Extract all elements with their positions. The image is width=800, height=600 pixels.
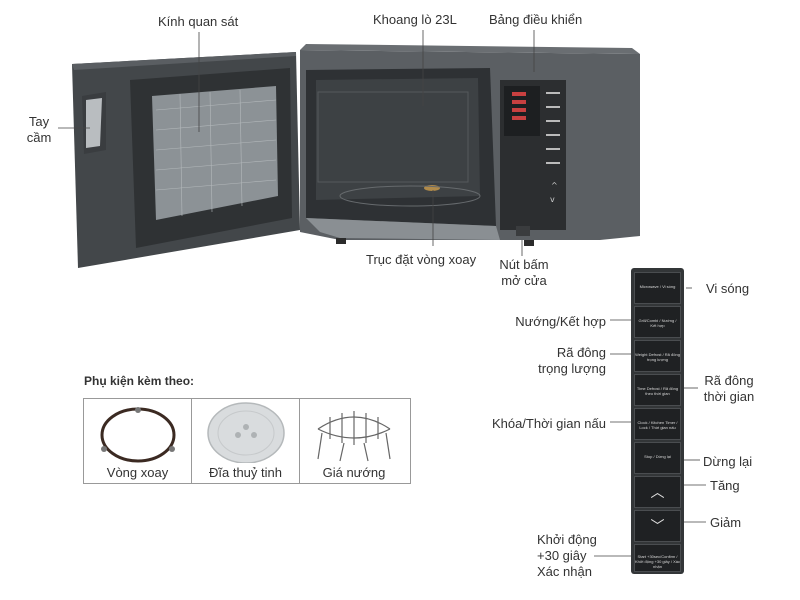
accessory-glass-plate: Đĩa thuỷ tinh: [192, 399, 300, 483]
label-grill-combi: Nướng/Kết hợp: [515, 314, 606, 329]
accessories-box: Vòng xoay Đĩa thuỷ tinh: [83, 398, 411, 484]
label-turntable-shaft: Trục đặt vòng xoay: [366, 252, 477, 267]
label-viewing-glass: Kính quan sát: [158, 14, 239, 29]
label-start-line1: Khởi động: [537, 532, 597, 547]
label-decrease: Giảm: [710, 515, 742, 530]
label-weight-defrost-line1: Rã đông: [556, 345, 606, 360]
label-stop: Dừng lại: [703, 454, 753, 469]
label-handle: Tay cầm: [24, 114, 54, 146]
decrease-button[interactable]: ﹀: [634, 510, 681, 542]
svg-text:v: v: [550, 195, 555, 204]
label-time-defrost-line1: Rã đông: [704, 373, 754, 388]
label-time-defrost: Rã đông thời gian: [700, 373, 758, 405]
label-start-line3: Xác nhận: [537, 564, 592, 579]
label-handle-line1: Tay: [28, 114, 50, 129]
label-microwave: Vi sóng: [706, 281, 750, 296]
glass-plate-icon: [207, 402, 285, 463]
label-door-button: Nút bấm mở cửa: [496, 257, 552, 289]
turntable-ring-icon: [100, 407, 176, 463]
label-start: Khởi động +30 giây Xác nhận: [537, 532, 597, 580]
accessory-ring-caption: Vòng xoay: [106, 465, 169, 480]
label-control-panel: Bảng điều khiển: [489, 12, 583, 27]
label-door-button-line1: Nút bấm: [499, 257, 549, 272]
stop-button[interactable]: Stop / Dừng lại: [634, 442, 681, 474]
viewing-window: [152, 86, 278, 220]
grill-rack-icon: [317, 411, 391, 462]
label-oven-cavity: Khoang lò 23L: [373, 12, 457, 27]
label-handle-line2: cầm: [26, 130, 52, 145]
accessory-ring: Vòng xoay: [84, 399, 192, 483]
svg-text:^: ^: [551, 181, 558, 190]
microwave-button[interactable]: Microwave / Vi sóng: [634, 272, 681, 304]
accessory-glass-plate-caption: Đĩa thuỷ tinh: [209, 465, 282, 480]
label-weight-defrost: Rã đông trọng lượng: [520, 345, 606, 377]
accessory-grill-rack-caption: Giá nướng: [322, 465, 386, 480]
time-defrost-button[interactable]: Time Defrost / Rã đông theo thời gian: [634, 374, 681, 406]
label-clock-lock: Khóa/Thời gian nấu: [491, 416, 606, 431]
label-time-defrost-line2: thời gian: [703, 389, 755, 404]
label-increase: Tăng: [710, 478, 740, 493]
accessory-grill-rack: Giá nướng: [300, 399, 408, 483]
label-start-line2: +30 giây: [537, 548, 587, 563]
grill-combi-button[interactable]: Grill/Combi / Nướng / Kết hợp: [634, 306, 681, 338]
control-panel-closeup: Microwave / Vi sóng Grill/Combi / Nướng …: [631, 268, 684, 574]
start-button[interactable]: Start +30sec/Confirm / Khởi động +30 giâ…: [634, 544, 681, 572]
weight-defrost-button[interactable]: Weight Defrost / Rã đông trọng lượng: [634, 340, 681, 372]
label-weight-defrost-line2: trọng lượng: [538, 361, 606, 376]
label-door-button-line2: mở cửa: [501, 273, 547, 288]
accessories-title: Phụ kiện kèm theo:: [84, 374, 195, 388]
clock-lock-button[interactable]: Clock / Kitchen Timer / Lock / Thời gian…: [634, 408, 681, 440]
increase-button[interactable]: ︿: [634, 476, 681, 508]
door-release-button: [516, 226, 530, 236]
